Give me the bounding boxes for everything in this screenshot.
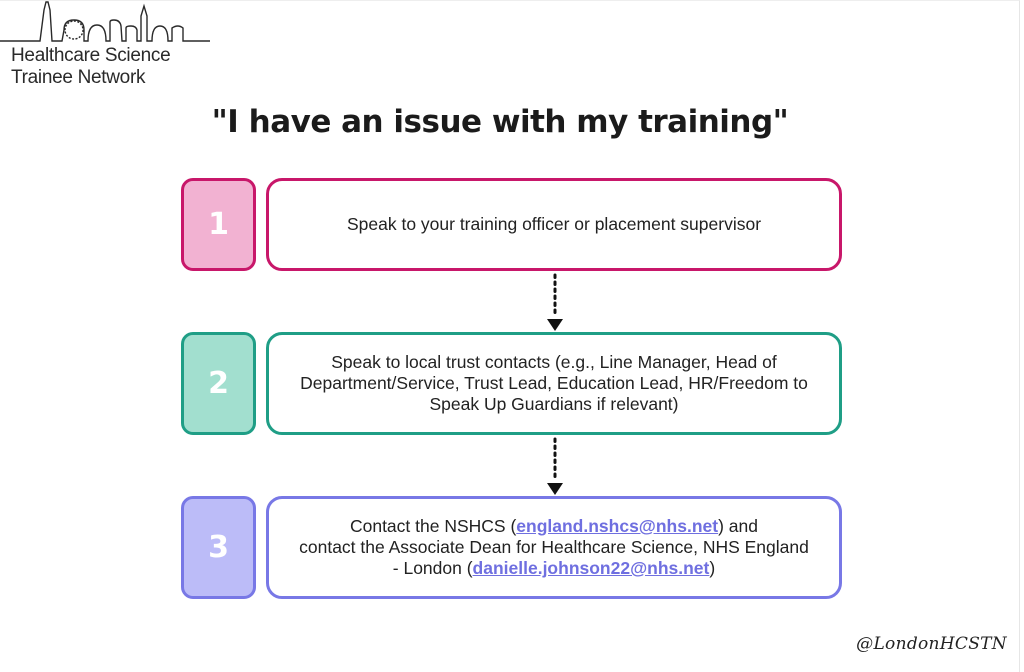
step-1-box: Speak to your training officer or placem… — [266, 178, 842, 271]
step-2-number-badge: 2 — [181, 332, 256, 435]
logo-text-line1: Healthcare Science — [11, 45, 171, 66]
london-hcstn-logo: Healthcare Science Trainee Network — [0, 0, 215, 95]
arrow-down-icon — [547, 437, 563, 495]
step-3-text-line1-post: ) and — [718, 516, 758, 536]
page-title: "I have an issue with my training" — [211, 104, 789, 140]
associate-dean-email-link[interactable]: danielle.johnson22@nhs.net — [472, 558, 710, 578]
step-1-number: 1 — [208, 207, 229, 242]
nshcs-email-link[interactable]: england.nshcs@nhs.net — [516, 516, 719, 536]
step-1-text: Speak to your training officer or placem… — [346, 214, 762, 234]
step-3-text-line1-pre: Contact the NSHCS ( — [349, 516, 517, 536]
step-2-text-line2: Department/Service, Trust Lead, Educatio… — [300, 373, 808, 393]
step-2-text-line3: Speak Up Guardians if relevant) — [429, 394, 679, 414]
step-2-box: Speak to local trust contacts (e.g., Lin… — [266, 332, 842, 435]
step-3-number: 3 — [208, 530, 229, 565]
arrow-down-icon — [547, 273, 563, 331]
step-2-number: 2 — [208, 366, 229, 401]
step-3-text-line3-post: ) — [709, 558, 716, 578]
step-3-text-line2: contact the Associate Dean for Healthcar… — [299, 537, 809, 557]
step-3-number-badge: 3 — [181, 496, 256, 599]
step-3-text-line3-pre: - London ( — [392, 558, 473, 578]
logo-text-line2: Trainee Network — [11, 67, 146, 88]
social-handle: @LondonHCSTN — [856, 634, 1007, 654]
step-3-box: Contact the NSHCS (england.nshcs@nhs.net… — [266, 496, 842, 599]
step-2-text-line1: Speak to local trust contacts (e.g., Lin… — [331, 352, 777, 372]
london-skyline-icon — [0, 1, 210, 42]
step-1-number-badge: 1 — [181, 178, 256, 271]
